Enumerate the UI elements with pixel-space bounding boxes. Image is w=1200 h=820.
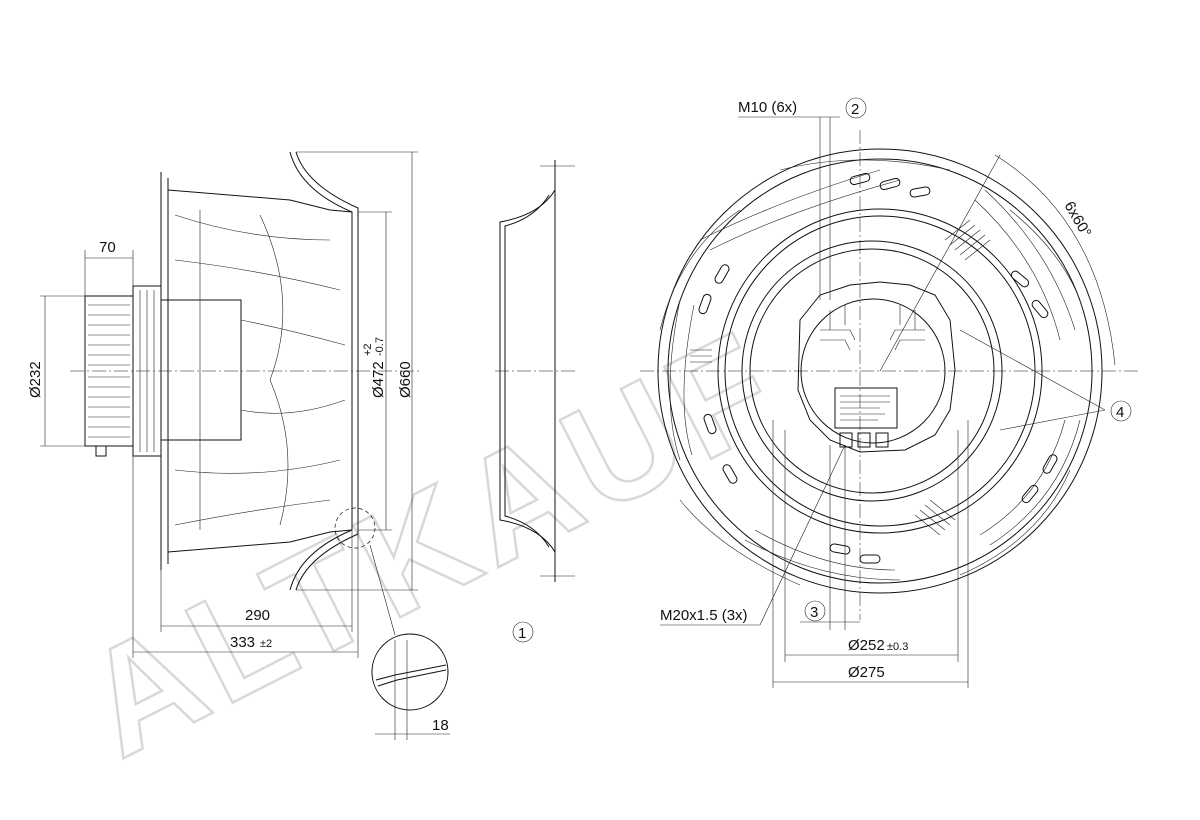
motor-electronics bbox=[797, 281, 956, 453]
dimension-660: Ø660 bbox=[296, 151, 418, 591]
dimension-333: 333 ±2 bbox=[132, 456, 359, 658]
dim-472-tol-upper: +2 bbox=[362, 343, 374, 356]
dimension-275: Ø275 bbox=[772, 420, 969, 688]
dimension-252: Ø252 ±0.3 bbox=[784, 430, 959, 662]
m20-text: M20x1.5 (3x) bbox=[660, 607, 748, 624]
outer-slots bbox=[698, 172, 1058, 564]
callout-1-circle bbox=[512, 621, 534, 643]
dim-18-text: 18 bbox=[432, 717, 449, 734]
callout-3-circle bbox=[804, 600, 826, 622]
electronics-label-plate bbox=[834, 387, 898, 429]
watermark: ALTKAUF bbox=[57, 296, 807, 790]
dimension-18: 18 bbox=[375, 717, 450, 735]
outer-circle-660 bbox=[657, 148, 1103, 594]
dim-232-text: Ø232 bbox=[27, 361, 44, 398]
dim-252-text: Ø252 bbox=[848, 637, 885, 654]
callout-3: 3 bbox=[800, 445, 860, 630]
callout-4-circle bbox=[1110, 400, 1132, 422]
dim-275-text: Ø275 bbox=[848, 664, 885, 681]
side-view: 70 Ø232 Ø472 +2 -0.7 Ø660 bbox=[27, 151, 450, 740]
m10-text: M10 (6x) bbox=[738, 99, 797, 116]
dim-660-text: Ø660 bbox=[397, 361, 414, 398]
dimension-290: 290 bbox=[160, 530, 353, 632]
dimension-70: 70 bbox=[84, 239, 134, 296]
callout-2-circle bbox=[845, 97, 867, 119]
impeller bbox=[160, 151, 359, 591]
inlet-ring-view: 1 bbox=[495, 160, 575, 643]
dim-472-text: Ø472 bbox=[370, 361, 387, 398]
callout-4: 4 bbox=[959, 329, 1132, 431]
label-m20: M20x1.5 (3x) bbox=[660, 444, 846, 626]
callout-4-text: 4 bbox=[1116, 404, 1124, 421]
watermark-text: ALTKAUF bbox=[58, 297, 805, 789]
dim-252-tol: ±0.3 bbox=[887, 641, 908, 653]
dim-70-text: 70 bbox=[99, 239, 116, 256]
blade-lines bbox=[659, 159, 1081, 586]
detail-view bbox=[371, 633, 449, 740]
dim-472-tol-lower: -0.7 bbox=[374, 337, 386, 356]
callout-1-text: 1 bbox=[518, 625, 526, 642]
dimension-472: Ø472 +2 -0.7 bbox=[358, 211, 392, 531]
label-m10: M10 (6x) 2 bbox=[738, 97, 867, 300]
balancing-hatching bbox=[690, 219, 991, 536]
callout-3-text: 3 bbox=[810, 604, 818, 621]
dim-333-text: 333 bbox=[230, 634, 255, 651]
detail-circle bbox=[334, 507, 376, 549]
dim-290-text: 290 bbox=[245, 607, 270, 624]
callout-2-text: 2 bbox=[851, 101, 859, 118]
dim-333-tol: ±2 bbox=[260, 638, 272, 650]
dimension-232: Ø232 bbox=[27, 295, 85, 447]
angle-text: 6x60° bbox=[1061, 199, 1095, 241]
